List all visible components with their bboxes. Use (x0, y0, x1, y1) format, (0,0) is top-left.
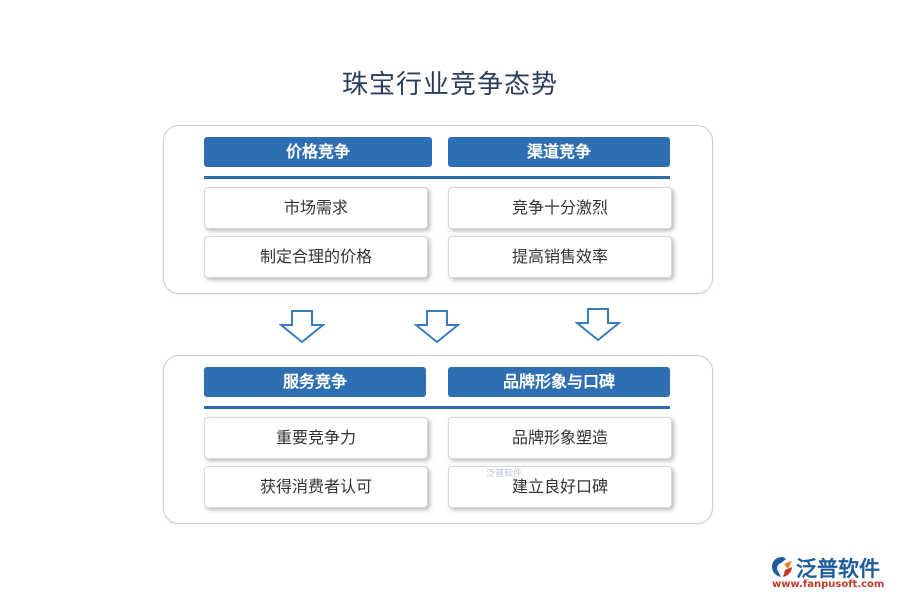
top-divider (204, 176, 670, 179)
header-price-competition: 价格竞争 (204, 137, 432, 167)
top-panel: 价格竞争 渠道竞争 市场需求 制定合理的价格 竞争十分激烈 提高销售效率 (163, 125, 713, 294)
header-channel-competition: 渠道竞争 (448, 137, 670, 167)
item-key-competitiveness: 重要竞争力 (204, 417, 428, 459)
item-good-reputation: 建立良好口碑 (448, 466, 672, 508)
logo-name: 泛普软件 (796, 557, 880, 581)
item-reasonable-price: 制定合理的价格 (204, 236, 428, 278)
item-consumer-recognition: 获得消费者认可 (204, 466, 428, 508)
bottom-divider (204, 406, 670, 409)
item-fierce-competition: 竞争十分激烈 (448, 187, 672, 229)
watermark: 泛普软件 (486, 469, 523, 479)
diagram-title: 珠宝行业竞争态势 (341, 70, 558, 100)
down-arrow-icon (279, 310, 325, 344)
logo-url: www.fanpusoft.com (772, 579, 885, 590)
down-arrow-icon (575, 308, 621, 342)
item-brand-image: 品牌形象塑造 (448, 417, 672, 459)
logo-icon (772, 557, 792, 577)
down-arrow-icon (414, 310, 460, 344)
header-service-competition: 服务竞争 (204, 367, 426, 397)
item-sales-efficiency: 提高销售效率 (448, 236, 672, 278)
bottom-panel: 服务竞争 品牌形象与口碑 重要竞争力 获得消费者认可 品牌形象塑造 建立良好口碑 (163, 355, 713, 524)
brand-logo: 泛普软件 www.fanpusoft.com (768, 552, 892, 592)
header-brand-reputation: 品牌形象与口碑 (448, 367, 670, 397)
item-market-demand: 市场需求 (204, 187, 428, 229)
